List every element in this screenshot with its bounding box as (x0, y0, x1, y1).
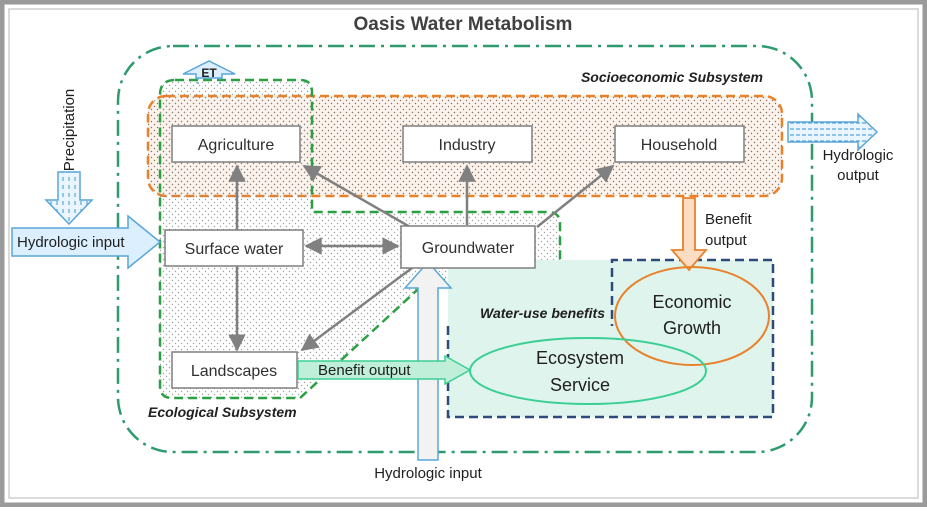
node-landscapes: Landscapes (171, 351, 298, 389)
node-landscapes-label: Landscapes (191, 363, 277, 380)
hydrologic-output-arrow (787, 112, 879, 152)
node-groundwater: Groundwater (400, 225, 536, 269)
precipitation-arrow (44, 171, 94, 226)
benefit-output-vertical-label-line1: Benefit (705, 211, 753, 228)
water-use-benefits-label: Water-use benefits (480, 305, 605, 321)
node-groundwater-label: Groundwater (422, 240, 515, 257)
frame-inner-border (8, 8, 919, 499)
node-surface-water: Surface water (164, 229, 304, 267)
hydrologic-output-label-line2: output (837, 167, 880, 184)
hydrologic-input-bottom-label: Hydrologic input (374, 465, 482, 482)
diagram-title: Oasis Water Metabolism (354, 14, 573, 35)
node-surface-water-label: Surface water (185, 241, 284, 258)
et-arrow (182, 60, 236, 86)
water-use-benefits-box (446, 258, 775, 419)
benefit-output-vertical-arrow (670, 197, 708, 272)
benefit-output-vertical-label-line2: output (705, 232, 748, 249)
economic-growth-label-line2: Growth (663, 318, 721, 338)
arrow-groundwater-to-household (536, 164, 615, 228)
node-household-label: Household (641, 137, 718, 154)
node-agriculture: Agriculture (171, 125, 301, 163)
benefit-output-horizontal-arrow (297, 354, 472, 386)
precipitation-label: Precipitation (61, 89, 78, 172)
hydrologic-input-left-arrow (11, 214, 162, 270)
connection-arrows (228, 164, 615, 352)
benefit-output-horizontal-label: Benefit output (318, 362, 411, 379)
node-agriculture-label: Agriculture (198, 137, 275, 154)
et-label: ET (201, 66, 217, 80)
ecosystem-service-label-line2: Service (550, 375, 610, 395)
economic-growth-ellipse (614, 266, 770, 366)
economic-growth-label-line1: Economic (652, 292, 731, 312)
socioeconomic-subsystem-label: Socioeconomic Subsystem (581, 69, 763, 85)
node-household: Household (614, 125, 745, 163)
hydrologic-input-left-label: Hydrologic input (17, 234, 125, 251)
node-industry: Industry (402, 125, 533, 163)
ecological-subsystem-label: Ecological Subsystem (148, 404, 297, 420)
hydrologic-output-label-line1: Hydrologic (823, 147, 894, 164)
ecosystem-service-ellipse (469, 337, 707, 405)
arrow-groundwater-to-landscapes (300, 266, 413, 352)
node-industry-label: Industry (439, 137, 496, 154)
arrow-groundwater-to-agriculture (302, 164, 411, 229)
ecosystem-service-label-line1: Ecosystem (536, 348, 624, 368)
